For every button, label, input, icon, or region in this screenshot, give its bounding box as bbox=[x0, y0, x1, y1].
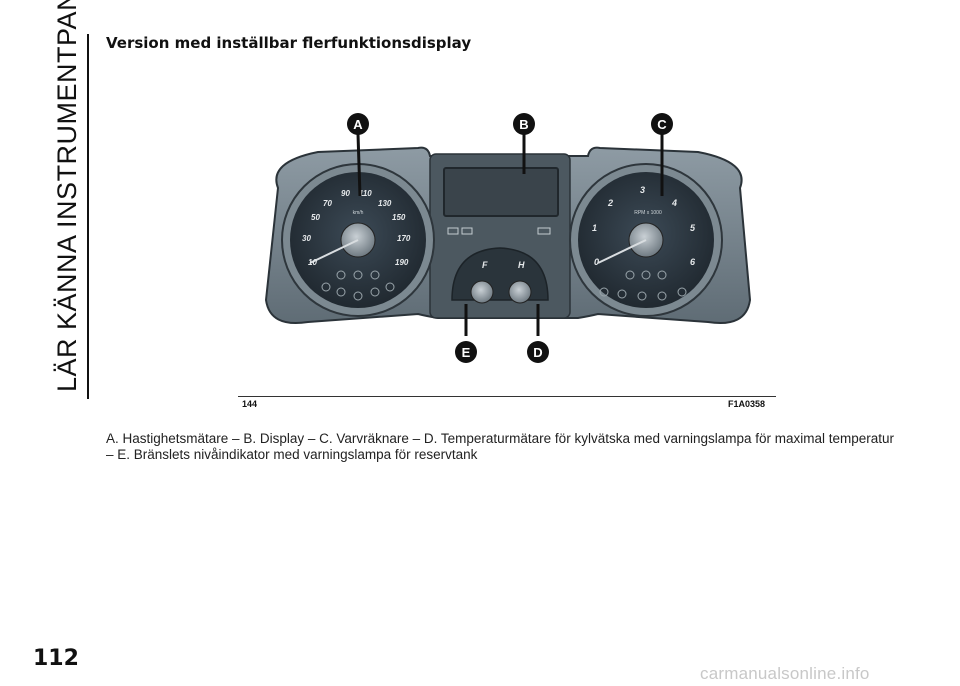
callout-e: E bbox=[455, 341, 477, 363]
watermark: carmanualsonline.info bbox=[700, 664, 870, 683]
svg-text:A: A bbox=[353, 117, 363, 132]
speedo-warning-lamps bbox=[321, 270, 395, 301]
callout-c: C bbox=[651, 113, 673, 135]
figure-code: F1A0358 bbox=[728, 399, 766, 409]
section-heading: Version med inställbar flerfunktionsdisp… bbox=[106, 34, 472, 52]
fuel-full-mark: F bbox=[482, 260, 488, 270]
speedo-unit: km/h bbox=[353, 210, 364, 216]
svg-text:D: D bbox=[533, 345, 542, 360]
fuel-temp-gauges: F H bbox=[451, 247, 549, 304]
callout-a: A bbox=[347, 113, 369, 135]
speedo-tick: 130 bbox=[378, 199, 392, 208]
figure-number: 144 bbox=[242, 399, 258, 409]
speedo-tick: 170 bbox=[397, 234, 411, 243]
page-number: 112 bbox=[33, 646, 79, 671]
tacho-tick: 0 bbox=[594, 257, 599, 267]
tacho-unit: RPM x 1000 bbox=[634, 210, 662, 216]
side-divider bbox=[87, 34, 89, 399]
tachometer: RPM x 1000 0 1 2 3 4 5 6 bbox=[569, 163, 723, 317]
svg-text:B: B bbox=[519, 117, 528, 132]
tacho-tick: 5 bbox=[690, 223, 696, 233]
speedo-tick: 190 bbox=[395, 258, 409, 267]
tacho-tick: 6 bbox=[690, 257, 696, 267]
figure-rule bbox=[238, 396, 776, 397]
figure-caption: A. Hastighetsmätare – B. Display – C. Va… bbox=[106, 431, 895, 462]
speedometer: km/h 10 30 50 70 90 110 130 150 170 190 bbox=[281, 163, 435, 317]
callout-b: B bbox=[513, 113, 535, 135]
tacho-tick: 4 bbox=[671, 198, 677, 208]
svg-text:E: E bbox=[462, 345, 471, 360]
instrument-panel-figure: km/h 10 30 50 70 90 110 130 150 170 190 … bbox=[264, 113, 752, 363]
section-side-title: LÄR KÄNNA INSTRUMENTPANELEN bbox=[52, 0, 82, 392]
speedo-tick: 30 bbox=[302, 234, 311, 243]
multifunction-display bbox=[443, 167, 559, 217]
display-indicators bbox=[447, 227, 551, 235]
tacho-warning-lamps bbox=[599, 270, 687, 301]
speedo-tick: 70 bbox=[323, 199, 332, 208]
tacho-tick: 1 bbox=[592, 223, 597, 233]
speedo-tick: 150 bbox=[392, 213, 406, 222]
speedo-tick: 90 bbox=[341, 189, 350, 198]
speedo-tick: 10 bbox=[308, 258, 317, 267]
callout-d: D bbox=[527, 341, 549, 363]
svg-text:C: C bbox=[657, 117, 667, 132]
temp-high-mark: H bbox=[518, 260, 525, 270]
tacho-tick: 3 bbox=[640, 185, 645, 195]
speedo-tick: 110 bbox=[359, 189, 372, 198]
tacho-tick: 2 bbox=[607, 198, 613, 208]
speedo-tick: 50 bbox=[311, 213, 320, 222]
